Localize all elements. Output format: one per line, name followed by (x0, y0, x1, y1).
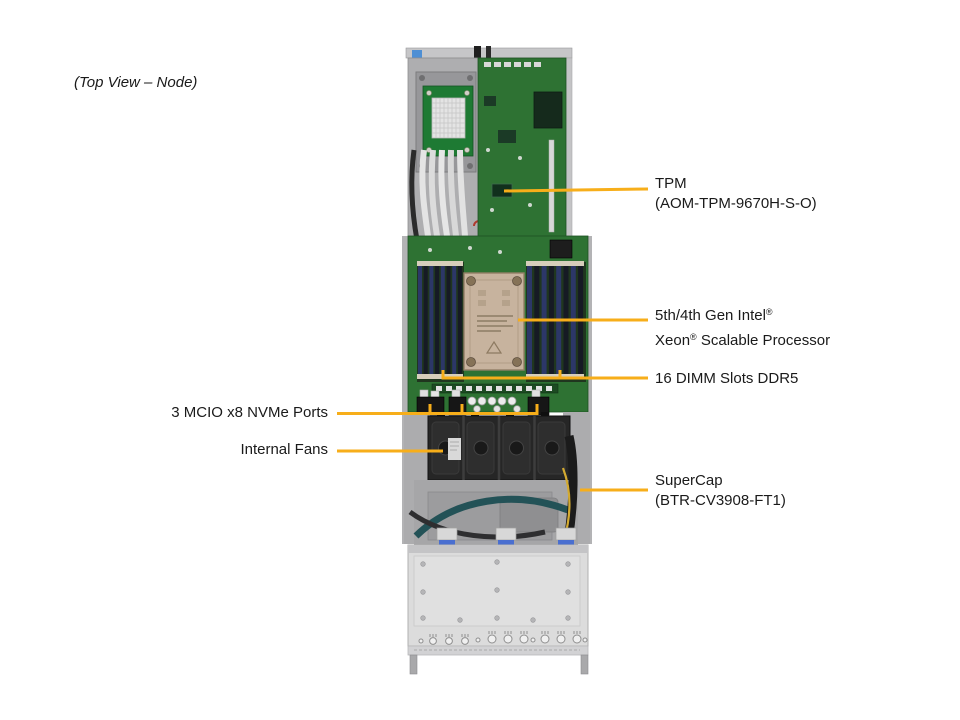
fan-assembly (404, 412, 590, 544)
vent-screw-clusters (418, 631, 588, 645)
chassis-feet (409, 654, 589, 675)
tray-rivets (420, 559, 571, 623)
dimm-slots-left (417, 261, 464, 382)
cpu-label-line1: 5th/4th Gen Intel® (655, 307, 773, 324)
callout-line-dimm (441, 370, 648, 380)
tpm-label-line1: TPM (655, 175, 687, 192)
callout-label-mcio: 3 MCIO x8 NVMe Ports (171, 404, 328, 421)
callout-label-cpu: 5th/4th Gen Intel® Xeon® Scalable Proces… (655, 301, 830, 351)
supercap-label-line2: (BTR-CV3908-FT1) (655, 492, 786, 509)
callout-label-fans: Internal Fans (240, 441, 328, 458)
callout-line-mcio (337, 404, 539, 415)
soc-chip (533, 91, 563, 129)
figure-title: (Top View – Node) (74, 74, 198, 91)
callout-label-tpm: TPM (AOM-TPM-9670H-S-O) (655, 174, 817, 214)
power-connector-strip (431, 383, 559, 394)
supercap-label-line1: SuperCap (655, 472, 723, 489)
fan-label (448, 438, 461, 460)
heatsink-pad-grid (431, 97, 466, 139)
blue-clip-left (412, 50, 422, 62)
callout-label-dimm: 16 DIMM Slots DDR5 (655, 370, 799, 387)
callout-lines (337, 187, 649, 492)
callout-label-supercap: SuperCap (BTR-CV3908-FT1) (655, 471, 786, 511)
callout-line-tpm (503, 187, 649, 193)
tpm-label-line2: (AOM-TPM-9670H-S-O) (655, 195, 817, 212)
mezzanine-card (422, 85, 474, 157)
bottom-tray (407, 544, 589, 675)
cpu-heatsink (463, 272, 525, 371)
top-pcb (477, 57, 567, 241)
cable-area (408, 434, 578, 545)
white-cable-bundle (409, 149, 485, 241)
rj45-jack (549, 239, 573, 259)
cpu-label-line2: Xeon® Scalable Processor (655, 332, 831, 349)
